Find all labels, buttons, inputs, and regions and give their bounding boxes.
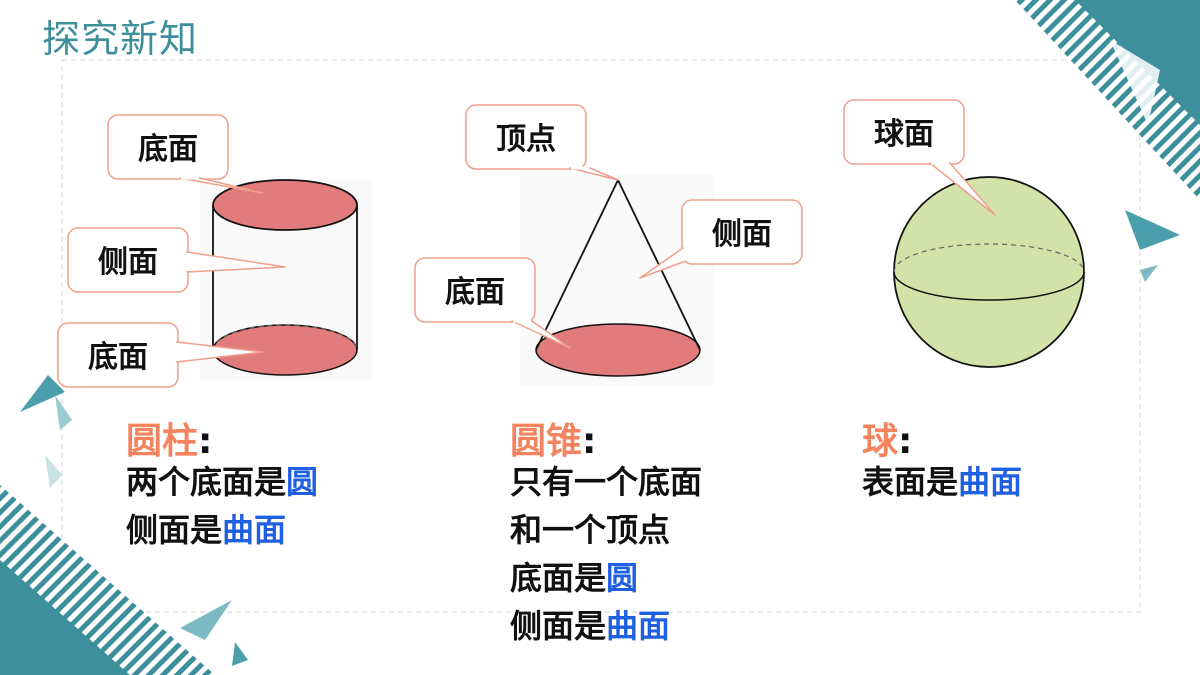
callout-cone-apex: 顶点 xyxy=(465,104,619,181)
cylinder-description: 两个底面是圆 侧面是曲面 xyxy=(126,458,318,554)
callout-cylinder-side-label: 侧面 xyxy=(98,245,158,280)
cone-heading-colon: : xyxy=(582,421,597,462)
callout-cone-base: 底面 xyxy=(414,257,571,349)
sphere-figure xyxy=(893,176,1085,368)
sphere-heading: 球: xyxy=(862,412,912,464)
sphere xyxy=(893,176,1085,368)
corner-decoration-top-right xyxy=(1015,0,1200,282)
callout-cone-base-label: 底面 xyxy=(445,275,505,310)
cone-line-4: 侧面是曲面 xyxy=(510,607,671,645)
page-title: 探究新知 xyxy=(42,17,199,61)
cylinder-heading: 圆柱: xyxy=(126,412,212,464)
callout-cylinder-bottom-label: 底面 xyxy=(88,340,148,375)
callout-cone-apex-label: 顶点 xyxy=(496,122,556,157)
cylinder-line-2: 侧面是曲面 xyxy=(126,511,287,549)
callout-cylinder-side: 侧面 xyxy=(67,227,286,293)
cylinder-heading-label: 圆柱 xyxy=(126,421,199,462)
cone-line-2: 和一个顶点 xyxy=(510,511,671,549)
corner-decoration-bottom-left xyxy=(0,375,248,675)
cone-heading-label: 圆锥 xyxy=(510,421,583,462)
cone-line-1: 只有一个底面 xyxy=(510,463,703,501)
cylinder-top-base xyxy=(212,179,358,231)
sphere-line-1: 表面是曲面 xyxy=(862,463,1023,501)
callout-sphere-surface-label: 球面 xyxy=(874,117,934,152)
callout-cylinder-bottom: 底面 xyxy=(57,322,263,388)
cone-description: 只有一个底面 和一个顶点 底面是圆 侧面是曲面 xyxy=(510,458,702,650)
callout-cone-side-label: 侧面 xyxy=(712,217,772,252)
sphere-heading-colon: : xyxy=(898,421,913,462)
cylinder-heading-colon: : xyxy=(198,421,213,462)
callout-cone-side: 侧面 xyxy=(639,199,803,279)
cone-line-3: 底面是圆 xyxy=(510,559,639,597)
callout-cylinder-top-label: 底面 xyxy=(138,132,198,167)
sphere-description: 表面是曲面 xyxy=(862,458,1022,506)
cone-heading: 圆锥: xyxy=(510,412,596,464)
cone-base xyxy=(535,323,701,377)
callout-cylinder-top: 底面 xyxy=(107,114,263,194)
sphere-heading-label: 球 xyxy=(862,421,899,462)
cylinder-figure xyxy=(200,179,372,380)
cylinder-line-1: 两个底面是圆 xyxy=(126,463,319,501)
callout-sphere-surface: 球面 xyxy=(843,99,996,216)
